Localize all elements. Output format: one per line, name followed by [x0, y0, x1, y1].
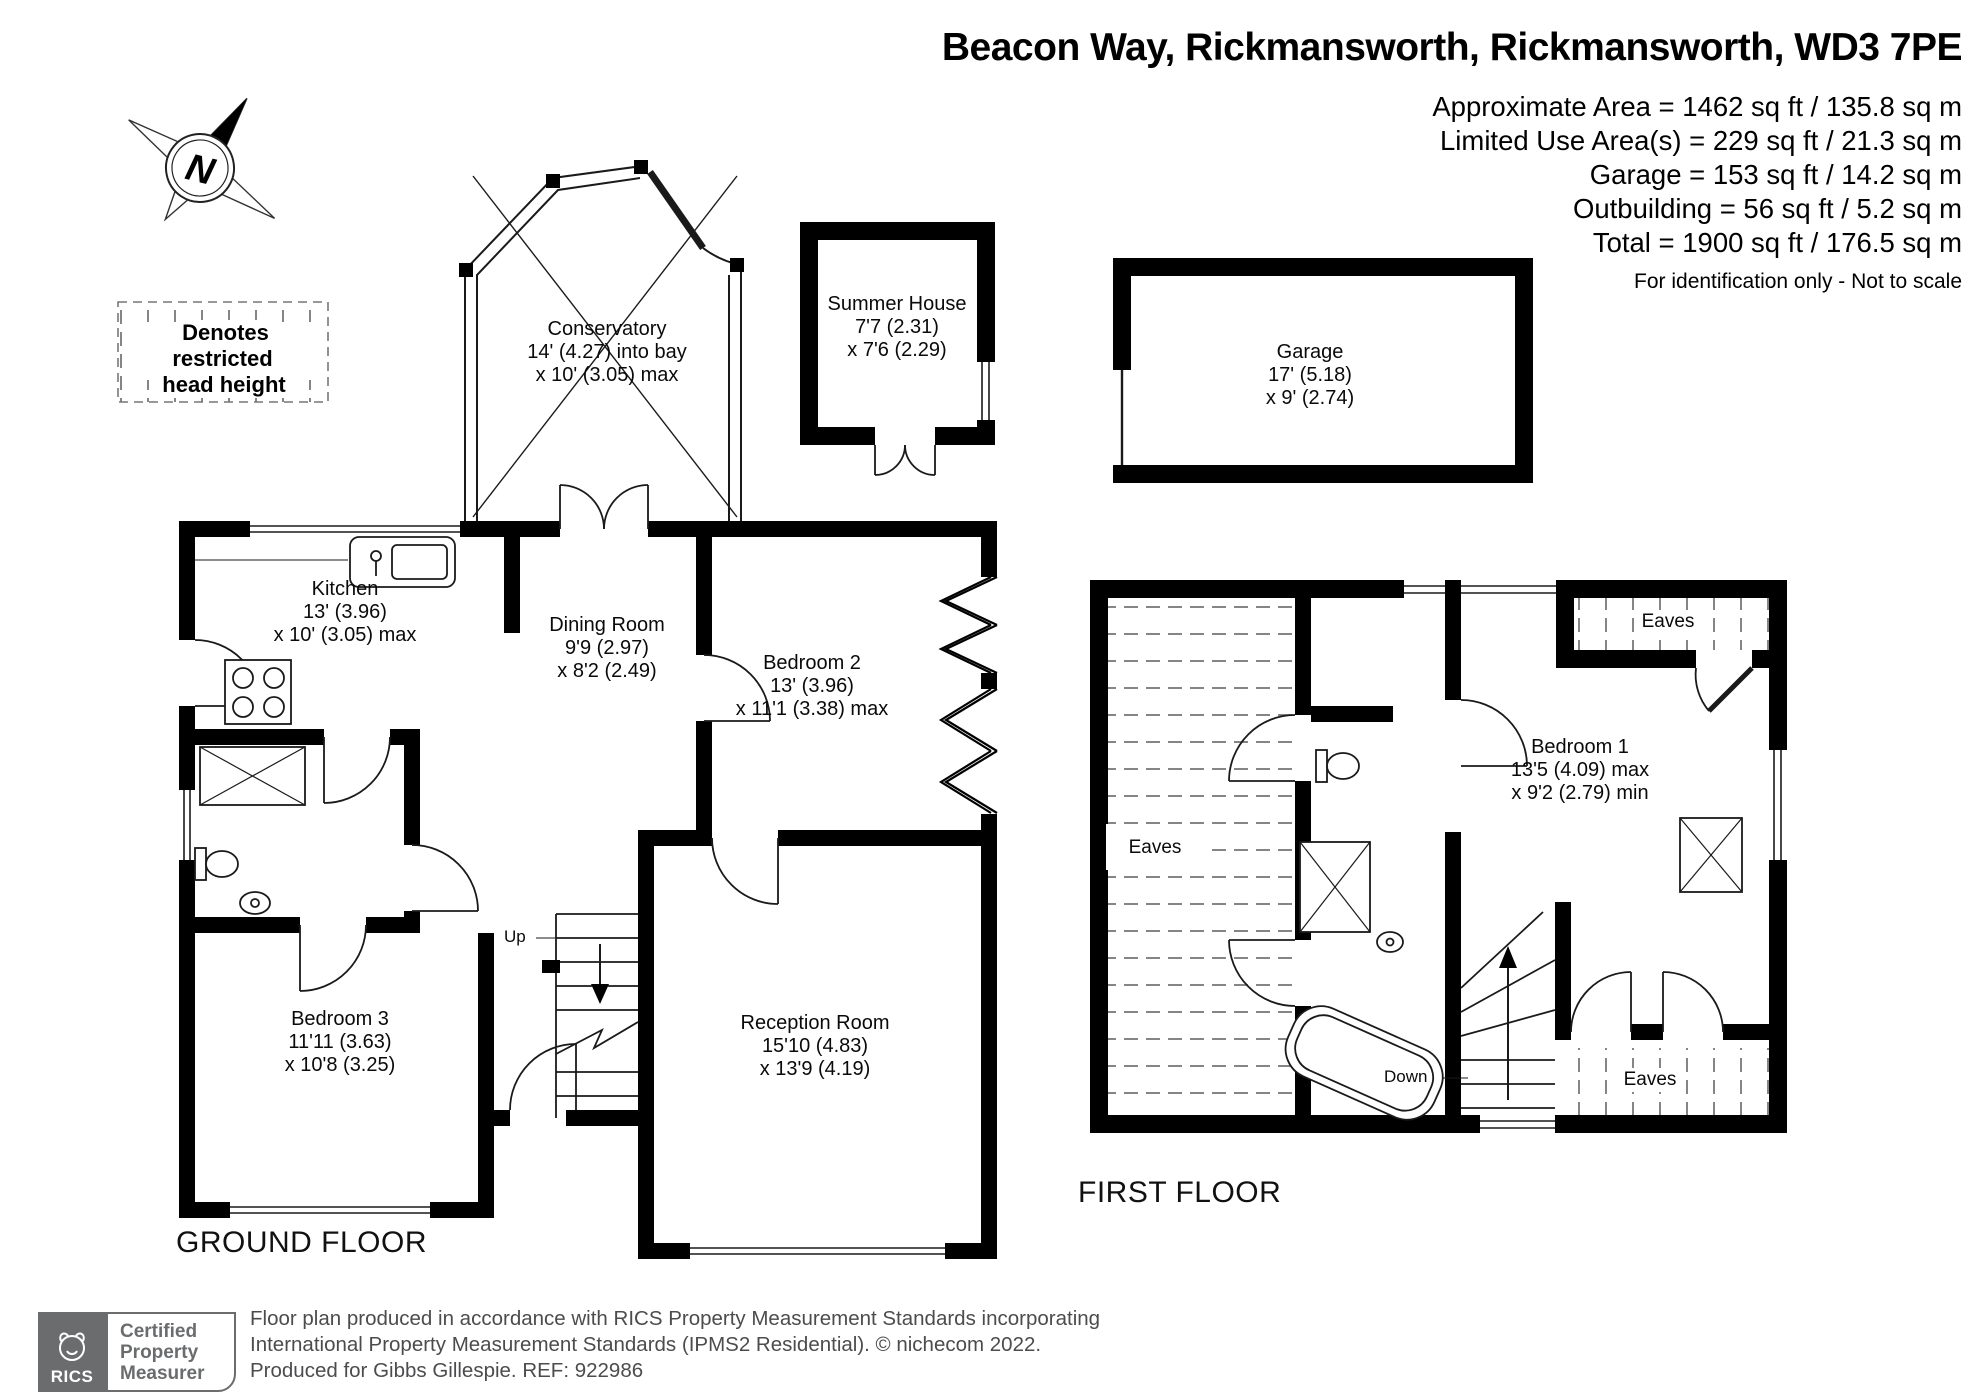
room-dim: x 9'2 (2.79) min: [1511, 782, 1649, 804]
area-garage: Garage = 153 sq ft / 14.2 sq m: [1589, 159, 1962, 190]
area-total: Total = 1900 sq ft / 176.5 sq m: [1592, 227, 1962, 258]
certified-line: Measurer: [120, 1363, 205, 1384]
room-dim: x 10' (3.05) max: [273, 624, 417, 646]
room-name: Reception Room: [740, 1012, 890, 1034]
stairs-up: [536, 913, 639, 1118]
room-label-bedroom-2: Bedroom 2 13' (3.96) x 11'1 (3.38) max: [736, 652, 888, 721]
room-label-dining-room: Dining Room 9'9 (2.97) x 8'2 (2.49): [549, 614, 665, 683]
room-dim: 15'10 (4.83): [761, 1035, 869, 1057]
certified-line: Property: [120, 1342, 199, 1363]
stairs-up-label: Up: [504, 927, 526, 946]
first-floor-title: FIRST FLOOR: [1078, 1176, 1282, 1209]
first-floor-fixtures: [1284, 749, 1743, 1121]
room-name: Bedroom 3: [291, 1008, 389, 1030]
room-name: Kitchen: [311, 578, 379, 600]
room-dim: 13' (3.96): [770, 675, 854, 697]
scale-disclaimer: For identification only - Not to scale: [1634, 270, 1962, 293]
area-outbuilding: Outbuilding = 56 sq ft / 5.2 sq m: [1572, 193, 1962, 224]
room-label-summer-house: Summer House 7'7 (2.31) x 7'6 (2.29): [828, 293, 967, 362]
room-label-bedroom-3: Bedroom 3 11'11 (3.63) x 10'8 (3.25): [285, 1008, 396, 1077]
credit-line: Produced for Gibbs Gillespie. REF: 92298…: [250, 1359, 644, 1382]
room-name: Summer House: [827, 293, 967, 315]
garage-structure: [1113, 258, 1533, 483]
eaves-label-left: Eaves: [1122, 836, 1188, 860]
bay-window-chevrons: [938, 576, 998, 814]
legend-line-1: Denotes restricted: [172, 320, 276, 371]
kitchen-fixtures: [195, 536, 456, 725]
summer-house-structure: [800, 222, 995, 476]
stairs-down: [1440, 911, 1556, 1133]
eaves-label-bottom: Eaves: [1617, 1068, 1683, 1092]
room-dim: x 10' (3.05) max: [535, 364, 679, 386]
first-floor-plan: [1090, 580, 1787, 1133]
room-dim: 11'11 (3.63): [288, 1031, 392, 1053]
room-dim: x 7'6 (2.29): [847, 339, 947, 361]
room-dim: 9'9 (2.97): [565, 637, 649, 659]
room-label-conservatory: Conservatory 14' (4.27) into bay x 10' (…: [527, 318, 686, 387]
certified-property-measurer-badge: Certified Property Measurer: [106, 1312, 236, 1392]
room-dim: x 9' (2.74): [1265, 387, 1355, 409]
restricted-height-legend: Denotes restricted head height: [128, 320, 320, 398]
room-dim: 17' (5.18): [1268, 364, 1352, 386]
room-dim: x 11'1 (3.38) max: [735, 698, 889, 720]
room-name: Garage: [1276, 341, 1344, 363]
window-symbols: [179, 521, 945, 1259]
room-dim: 14' (4.27) into bay: [527, 341, 687, 363]
room-name: Conservatory: [547, 318, 667, 340]
room-name: Bedroom 2: [763, 652, 861, 674]
room-label-bedroom-1: Bedroom 1 13'5 (4.09) max x 9'2 (2.79) m…: [1511, 736, 1649, 805]
legend-line-2: head height: [159, 372, 289, 397]
credit-line: International Property Measurement Stand…: [250, 1333, 1042, 1356]
credit-line: Floor plan produced in accordance with R…: [250, 1307, 1101, 1330]
ground-floor-plan: [179, 160, 998, 1259]
area-limited-use: Limited Use Area(s) = 229 sq ft / 21.3 s…: [1440, 125, 1962, 156]
page-title: Beacon Way, Rickmansworth, Rickmansworth…: [941, 26, 1963, 69]
room-dim: x 8'2 (2.49): [557, 660, 657, 682]
room-dim: 7'7 (2.31): [855, 316, 939, 338]
room-dim: 13' (3.96): [303, 601, 387, 623]
production-credits: Floor plan produced in accordance with R…: [250, 1306, 1100, 1384]
eaves-label-top: Eaves: [1635, 610, 1701, 634]
rics-logo: RICS: [38, 1312, 106, 1392]
room-label-kitchen: Kitchen 13' (3.96) x 10' (3.05) max: [274, 578, 417, 647]
first-floor-door-symbols: [1228, 666, 1754, 1033]
door-symbols: [179, 484, 779, 1111]
room-label-garage: Garage 17' (5.18) x 9' (2.74): [1266, 341, 1354, 410]
room-dim: 13'5 (4.09) max: [1510, 759, 1650, 781]
rics-lion-icon: [59, 1332, 85, 1361]
room-dim: x 10'8 (3.25): [284, 1054, 396, 1076]
bathroom-fixtures: [194, 746, 306, 915]
rics-wordmark: RICS: [50, 1367, 94, 1386]
conservatory-structure: [459, 160, 744, 521]
room-name: Bedroom 1: [1531, 736, 1629, 758]
compass-icon: N: [128, 97, 276, 222]
area-approximate: Approximate Area = 1462 sq ft / 135.8 sq…: [1432, 91, 1962, 122]
stairs-down-label: Down: [1384, 1067, 1428, 1086]
room-dim: x 13'9 (4.19): [759, 1058, 871, 1080]
room-name: Dining Room: [549, 614, 665, 636]
certified-line: Certified: [120, 1321, 198, 1342]
ground-floor-title: GROUND FLOOR: [176, 1226, 428, 1259]
room-label-reception-room: Reception Room 15'10 (4.83) x 13'9 (4.19…: [741, 1012, 890, 1081]
